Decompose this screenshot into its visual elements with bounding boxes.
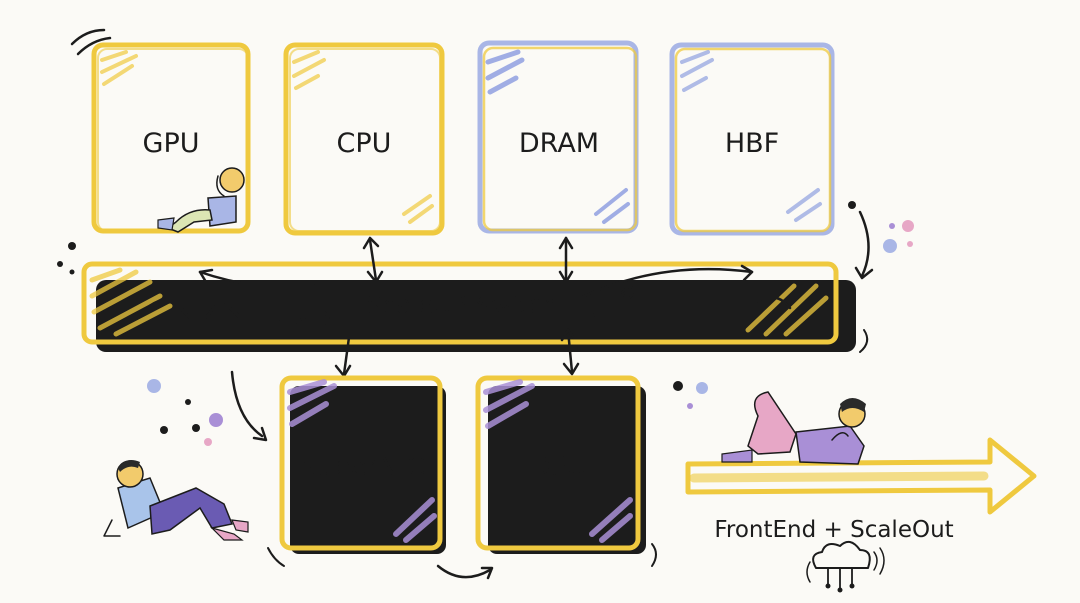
cpu-label: CPU — [337, 128, 392, 159]
decor-swoosh-top-left — [70, 28, 112, 56]
dpu-box: DPU — [475, 375, 646, 554]
decor-dots-lower-right — [673, 381, 708, 409]
connector-cpu-switch — [362, 236, 384, 284]
frontend-scaleout-arrow — [685, 437, 1037, 515]
frontend-scaleout-label: FrontEnd + ScaleOut — [714, 517, 953, 543]
decor-squiggle-dpu — [651, 543, 657, 567]
person-relaxing-icon — [157, 167, 245, 233]
person-reclining-icon — [721, 391, 866, 465]
decor-arrow-supernic-dpu — [436, 564, 492, 579]
decor-squiggle-supernic — [267, 547, 285, 567]
scaleup-switch-label: ScaleUP Switch — [366, 290, 557, 319]
supernic-box: SuperNIC — [279, 375, 446, 554]
dram-label: DRAM — [519, 128, 599, 159]
connector-dram-switch — [558, 236, 574, 284]
cloud-network-icon — [806, 540, 885, 593]
connector-switch-dpu — [560, 328, 580, 376]
gpu-label: GPU — [143, 128, 200, 159]
dram-box: DRAM — [477, 40, 639, 234]
dpu-label: DPU — [530, 451, 587, 482]
supernic-label: SuperNIC — [299, 451, 425, 482]
decor-arrow-to-supernic — [230, 370, 264, 438]
scaleup-switch-bar: ScaleUP Switch — [81, 261, 856, 352]
cpu-box: CPU — [283, 42, 445, 236]
person-lounging-icon — [103, 460, 249, 541]
decor-curved-arrow-right — [858, 210, 870, 278]
hbf-label: HBF — [725, 128, 779, 159]
gpu-box: GPU — [91, 42, 251, 234]
decor-dots — [57, 201, 914, 275]
decor-squiggle-switch — [859, 329, 869, 353]
decor-dots-lower-left — [147, 379, 223, 446]
hbf-box: HBF — [669, 42, 835, 236]
